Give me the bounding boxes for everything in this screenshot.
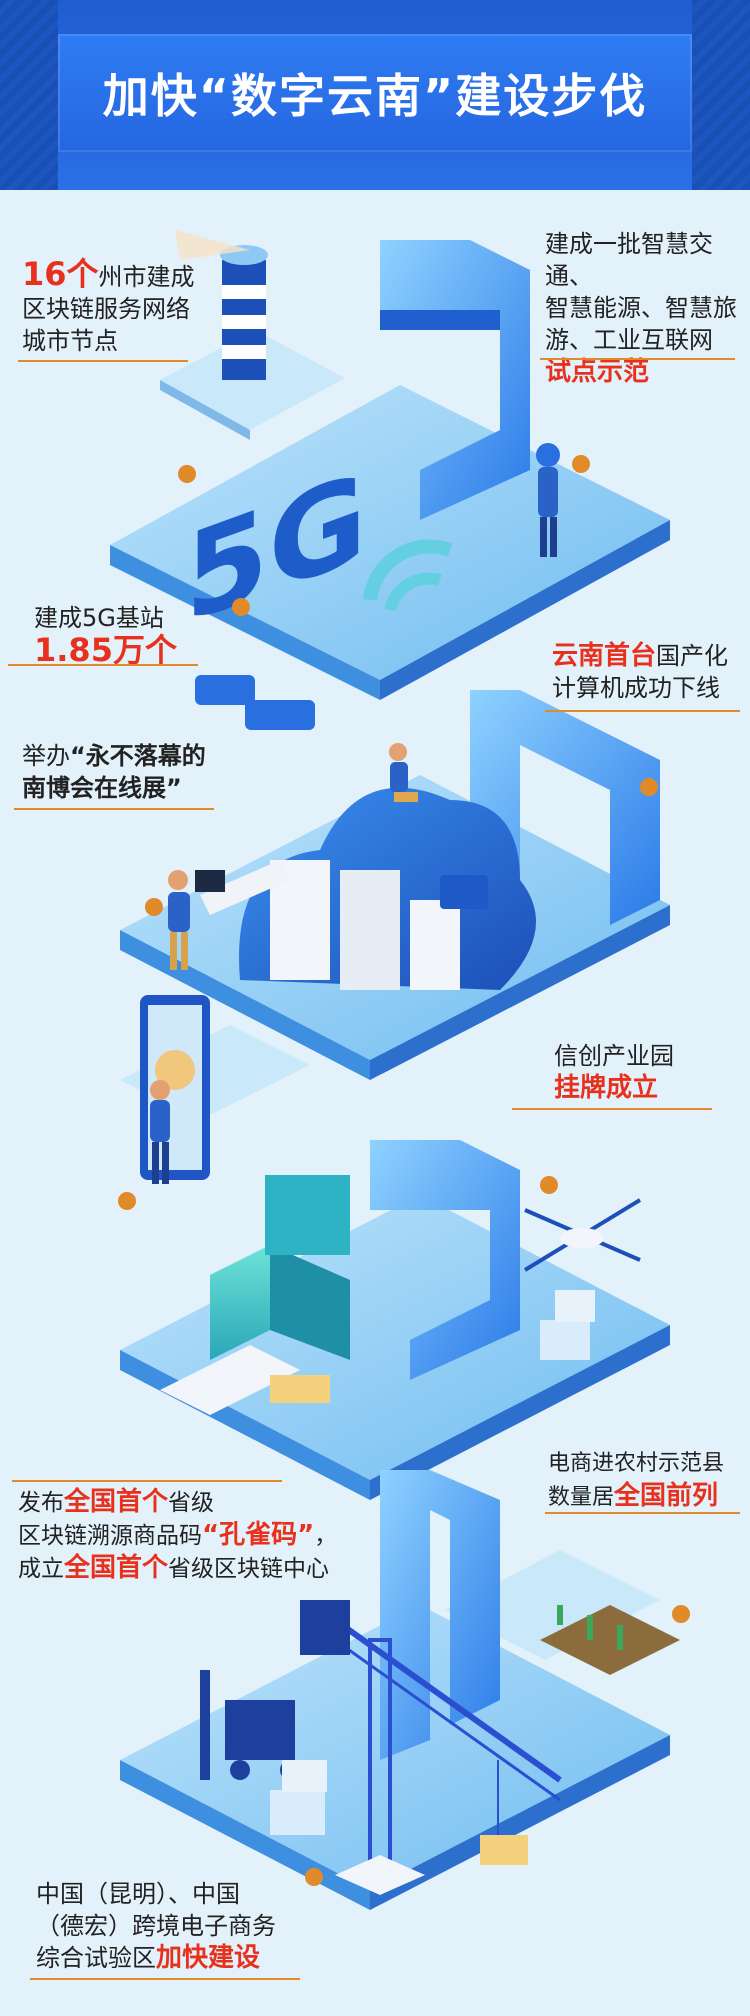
leader-dot-2 [572, 455, 590, 473]
boxes-stack-1 [540, 1290, 595, 1360]
factory-buildings [160, 1175, 350, 1415]
annotation-ecommerce-rural: 电商进农村示范县 数量居全国前列 [548, 1448, 724, 1514]
a3-text-1: 建成5G基站 [34, 604, 164, 632]
a7-text-5: 成立 [18, 1556, 64, 1582]
a7-text-3: 区块链溯源商品码 [18, 1523, 202, 1549]
a8-text-2: 数量居 [548, 1485, 615, 1510]
a7-text-4: ， [314, 1523, 338, 1549]
boxes-stack-2 [270, 1760, 327, 1835]
leader-rule-1 [18, 360, 188, 362]
leader-rule-8 [545, 1512, 740, 1514]
leader-rule-5 [14, 808, 214, 810]
a1-text-1: 州市建成 [98, 263, 195, 291]
a7-text-6: 省级区块链中心 [168, 1556, 330, 1582]
a4-text-2: 计算机成功下线 [552, 674, 720, 702]
highlight-national-top: 全国前列 [614, 1481, 719, 1511]
header-corner-right [692, 0, 750, 190]
leader-rule-3 [8, 664, 198, 666]
highlight-first-1: 全国首个 [64, 1487, 169, 1517]
highlight-16: 16个 [22, 255, 99, 293]
number-two-1 [380, 240, 530, 520]
leader-dot-7 [118, 1192, 136, 1210]
annotation-smart-pilots: 建成一批智慧交通、 智慧能源、智慧旅 游、工业互联网 试点示范 [545, 228, 750, 388]
a9-text-1: 中国（昆明）、中国 [36, 1880, 240, 1908]
a5-bold-1: “永不落幕的 [70, 742, 206, 770]
a9-text-3: 综合试验区 [36, 1944, 156, 1972]
leader-dot-3 [232, 598, 250, 616]
person-on-cloud [389, 743, 418, 802]
leader-rule-6 [512, 1108, 712, 1110]
highlight-park-established: 挂牌成立 [554, 1073, 659, 1103]
a5-bold-2: 南博会在线展” [22, 774, 182, 802]
leader-dot-5 [145, 898, 163, 916]
annotation-xinchuang-park: 信创产业园 挂牌成立 [554, 1040, 674, 1104]
drone [523, 1198, 642, 1272]
leader-rule-4 [545, 710, 740, 712]
annotation-peacock-code: 发布全国首个省级 区块链溯源商品码“孔雀码”， 成立全国首个省级区块链中心 [18, 1486, 337, 1585]
leader-dot-1 [178, 465, 196, 483]
farm-field [540, 1605, 680, 1675]
a6-text-1: 信创产业园 [554, 1042, 674, 1070]
a1-text-3: 城市节点 [22, 327, 118, 355]
header-corner-left [0, 0, 58, 190]
crane [300, 1600, 562, 1895]
title-band: 加快“数字云南”建设步伐 [58, 34, 692, 152]
leader-rule-9 [30, 1978, 300, 1980]
a9-text-2: （德宏）跨境电子商务 [36, 1912, 276, 1940]
signal-tower [175, 230, 268, 380]
highlight-first-2: 全国首个 [64, 1553, 169, 1583]
highlight-peacock-code: “孔雀码” [202, 1520, 315, 1550]
highlight-pilot-demo: 试点示范 [545, 357, 650, 387]
highlight-5g-count: 1.85万个 [34, 631, 177, 669]
leader-dot-8 [672, 1605, 690, 1623]
a8-text-1: 电商进农村示范县 [548, 1451, 725, 1476]
annotation-cross-border-zone: 中国（昆明）、中国 （德宏）跨境电子商务 综合试验区加快建设 [36, 1878, 276, 1974]
annotation-online-expo: 举办“永不落幕的 南博会在线展” [22, 740, 206, 804]
page-title: 加快“数字云南”建设步伐 [102, 69, 648, 123]
leader-dot-4 [640, 778, 658, 796]
annotation-5g-stations: 建成5G基站 1.85万个 [34, 602, 177, 666]
annotation-blockchain-nodes: 16个州市建成 区块链服务网络 城市节点 [22, 258, 195, 357]
a1-text-2: 区块链服务网络 [22, 295, 190, 323]
a2-text-2: 智慧能源、智慧旅 [545, 294, 737, 322]
person-with-desk [168, 860, 290, 970]
a7-text-2: 省级 [168, 1490, 215, 1516]
highlight-accelerating: 加快建设 [156, 1943, 261, 1973]
a2-text-1: 建成一批智慧交通、 [545, 230, 713, 290]
person-figure-1 [536, 443, 560, 557]
leader-rule-2 [540, 358, 735, 360]
leader-dot-9 [305, 1868, 323, 1886]
annotation-first-computer: 云南首台国产化 计算机成功下线 [552, 640, 728, 704]
cloud-server [239, 787, 536, 990]
number-two-2 [370, 1140, 520, 1380]
highlight-first-computer: 云南首台 [552, 641, 657, 671]
leader-rule-7 [12, 1480, 282, 1482]
a5-text-1: 举办 [22, 742, 70, 770]
chat-bubbles [195, 675, 315, 730]
a2-text-3: 游、工业互联网 [545, 326, 713, 354]
a7-text-1: 发布 [18, 1490, 64, 1516]
leader-dot-6 [540, 1176, 558, 1194]
a4-text-1: 国产化 [656, 642, 729, 670]
number-zero-2 [380, 1470, 500, 1760]
header-banner: 加快“数字云南”建设步伐 [0, 0, 750, 190]
person-figure-3 [150, 1080, 170, 1184]
